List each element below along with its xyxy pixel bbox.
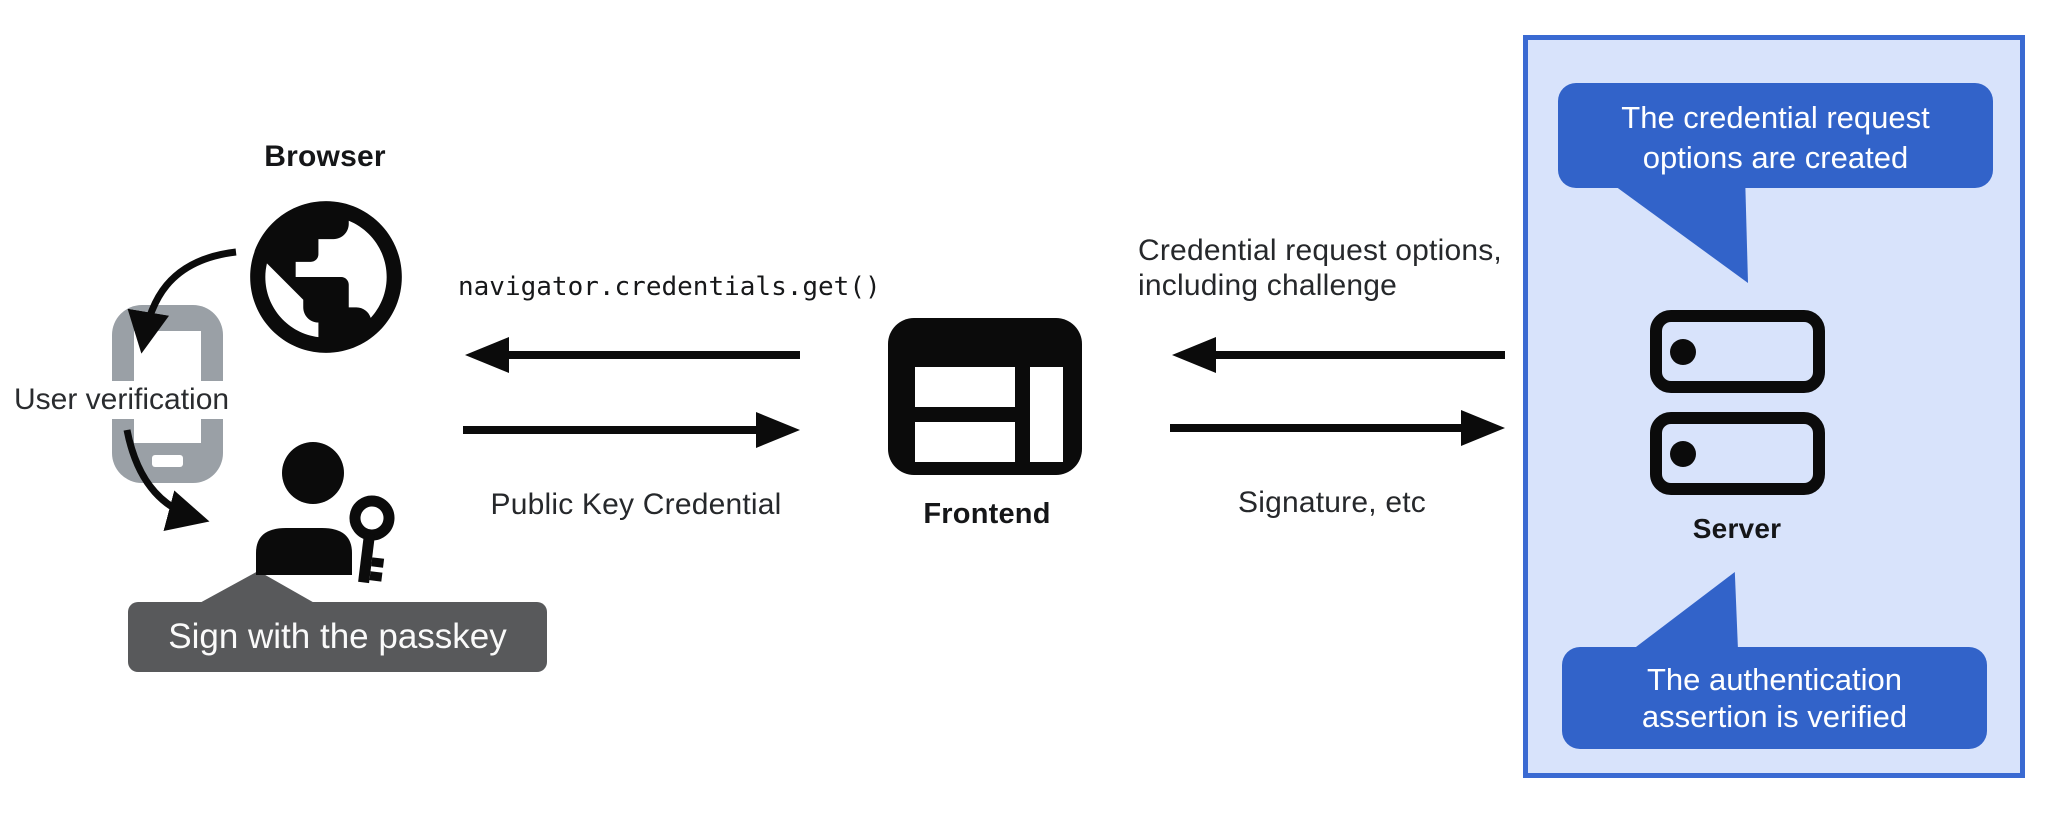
server-icon (1650, 310, 1825, 495)
bubble-bottom-line1: The authentication (1646, 662, 1903, 697)
arrow-shaft (503, 351, 800, 359)
globe-icon (250, 201, 402, 353)
server-label: Server (1692, 513, 1782, 544)
frontend-label: Frontend (923, 498, 1051, 530)
signature-label: Signature, etc (1238, 486, 1426, 519)
arrow-shaft (1170, 424, 1467, 432)
bubble-bottom-line2: assertion is verified (1641, 699, 1908, 734)
arrow-right-icon (463, 412, 800, 448)
speech-bubble-bottom-tail (1632, 572, 1738, 650)
arrow-right-icon (1170, 410, 1505, 446)
arrow-head (756, 412, 800, 448)
arrow-shaft (1210, 351, 1505, 359)
user-verification-label: User verification (12, 381, 236, 419)
arrow-left-icon (1172, 337, 1505, 373)
bubble-top-line1: The credential request (1621, 100, 1930, 135)
arrow-head (1172, 337, 1216, 373)
navigator-credentials-get-label: navigator.credentials.get() (458, 272, 881, 302)
credential-request-line2: including challenge (1138, 269, 1397, 302)
speech-bubble-bottom: The authentication assertion is verified (1562, 647, 1987, 749)
arrow-shaft (463, 426, 762, 434)
speech-bubble-top-tail (1615, 186, 1748, 283)
frontend-window-icon (888, 318, 1082, 475)
key-icon (349, 495, 395, 584)
speech-bubble-top: The credential request options are creat… (1558, 83, 1993, 188)
arrow-head (465, 337, 509, 373)
arrow-left-icon (465, 337, 800, 373)
server-panel: The credential request options are creat… (1523, 35, 2025, 778)
browser-label: Browser (264, 140, 386, 173)
credential-request-options-label: Credential request options, including ch… (1138, 233, 1502, 303)
arrow-head (1461, 410, 1505, 446)
bubble-top-line2: options are created (1642, 140, 1909, 175)
sign-with-passkey-tooltip: Sign with the passkey (128, 602, 547, 672)
credential-request-line1: Credential request options, (1138, 234, 1502, 267)
public-key-credential-label: Public Key Credential (490, 488, 782, 521)
user-icon (256, 442, 395, 584)
